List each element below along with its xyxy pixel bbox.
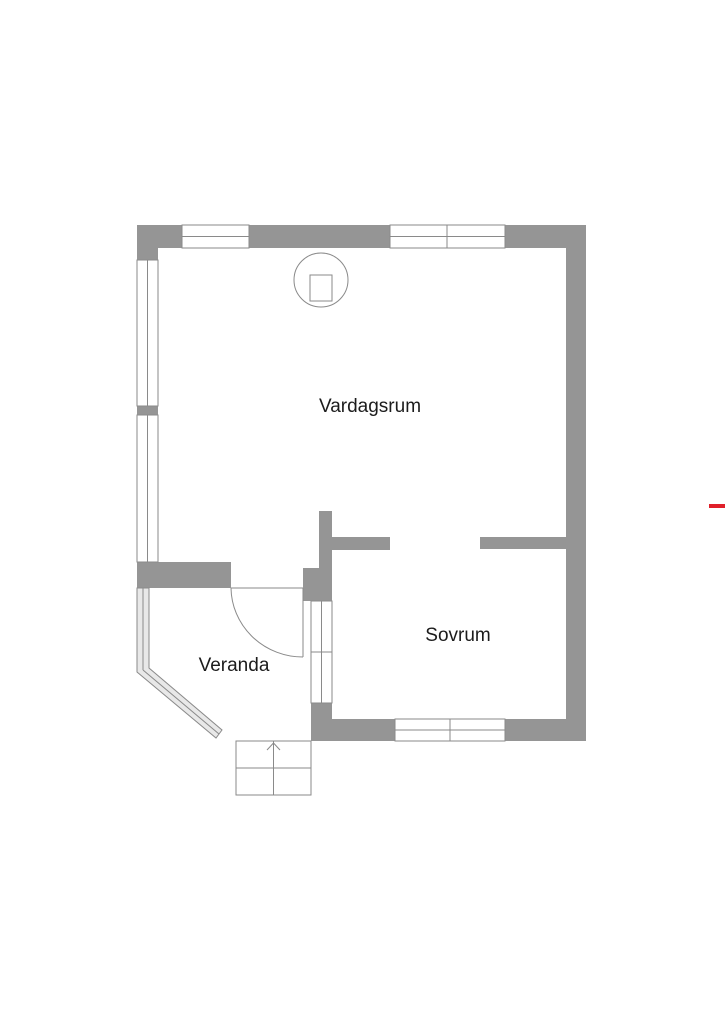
wall-left-top-corner [137,225,158,260]
windows [136,224,506,742]
round-fireplace-icon [293,252,349,308]
wall-left-mullion [137,406,158,415]
wall-door-jamb [303,568,332,601]
walls [137,225,586,741]
wall-top-right [505,225,586,248]
edge-marker [709,504,725,508]
room-label-bedroom: Sovrum [425,625,490,646]
wall-top-middle [249,225,390,248]
wall-stub-horizontal [319,537,390,550]
entry-steps [235,740,312,796]
wall-living-porch [137,562,231,588]
wall-bottom-right [505,719,586,741]
porch-door [230,587,304,658]
room-label-porch: Veranda [199,655,270,676]
wall-right [566,225,586,741]
entry-arrow-icon [266,742,281,756]
wall-bottom-left [311,719,395,741]
porch-glazing [136,587,223,739]
room-label-living: Vardagsrum [319,396,421,417]
wall-bedroom-top-right [480,537,586,549]
